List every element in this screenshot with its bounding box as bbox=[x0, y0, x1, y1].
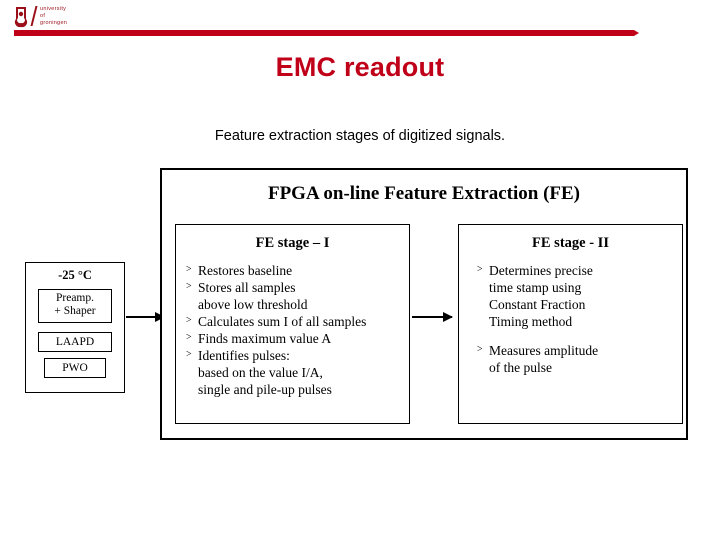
bullet-marker-icon: ˃ bbox=[477, 344, 483, 355]
bullet-marker-icon: ˃ bbox=[186, 349, 192, 360]
page-subtitle: Feature extraction stages of digitized s… bbox=[214, 128, 506, 144]
preamp-line-1: Preamp. bbox=[55, 292, 94, 304]
crest-icon bbox=[14, 6, 28, 28]
fe-stage-1-bullets: ˃ Restores baseline ˃ Stores all samples… bbox=[176, 262, 409, 398]
list-item-text: Stores all samples bbox=[198, 280, 296, 295]
bullet-marker-icon: ˃ bbox=[186, 264, 192, 275]
preamp-line-2: + Shaper bbox=[54, 305, 96, 317]
list-item-text: Calculates sum I of all samples bbox=[198, 314, 367, 329]
preamp-shaper-box: Preamp. + Shaper bbox=[38, 289, 112, 323]
list-item-text: Determines precise bbox=[489, 263, 593, 278]
list-item-cont: above low threshold bbox=[198, 297, 308, 312]
fe-stage-2-bullets: ˃ Determines precise time stamp using Co… bbox=[459, 262, 682, 376]
header-rule bbox=[14, 30, 634, 36]
list-item: ˃ Determines precise time stamp using Co… bbox=[477, 262, 676, 330]
logo-line-3: groningen bbox=[40, 19, 68, 26]
list-item: ˃ Stores all samples above low threshold bbox=[186, 279, 403, 313]
fe-stage-1-box: FE stage – I ˃ Restores baseline ˃ Store… bbox=[175, 224, 410, 424]
header-rule-arrow bbox=[634, 30, 639, 36]
list-item-cont: based on the value I/A, bbox=[198, 365, 323, 380]
list-item-cont-3: Timing method bbox=[489, 314, 573, 329]
list-item-cont: of the pulse bbox=[489, 360, 552, 375]
list-item-cont-2: single and pile-up pulses bbox=[198, 382, 332, 397]
bullet-marker-icon: ˃ bbox=[186, 332, 192, 343]
detector-block: -25 °C Preamp. + Shaper LAAPD PWO bbox=[25, 262, 125, 393]
list-item-text: Finds maximum value A bbox=[198, 331, 332, 346]
laapd-box: LAAPD bbox=[38, 332, 112, 352]
logo-line-2: of bbox=[40, 12, 46, 19]
list-item: ˃ Restores baseline bbox=[186, 262, 403, 279]
university-logo: university of groningen bbox=[14, 3, 134, 29]
arrow-detector-to-stage1 bbox=[126, 312, 165, 322]
fe-stage-2-heading: FE stage - II bbox=[532, 235, 609, 251]
temperature-label: -25 °C bbox=[58, 268, 92, 282]
bullet-marker-icon: ˃ bbox=[186, 315, 192, 326]
list-item-text: Measures amplitude bbox=[489, 343, 599, 358]
list-item-cont-2: Constant Fraction bbox=[489, 297, 586, 312]
arrow-stage1-to-stage2 bbox=[412, 312, 453, 322]
fe-stage-1-heading: FE stage – I bbox=[255, 235, 330, 251]
pwo-box: PWO bbox=[44, 358, 106, 378]
fe-stage-2-box: FE stage - II ˃ Determines precise time … bbox=[458, 224, 683, 424]
list-item-text: Identifies pulses: bbox=[198, 348, 290, 363]
list-item-cont: time stamp using bbox=[489, 280, 582, 295]
list-item: ˃ Identifies pulses: based on the value … bbox=[186, 347, 403, 398]
bullet-marker-icon: ˃ bbox=[477, 264, 483, 275]
list-item: ˃ Finds maximum value A bbox=[186, 330, 403, 347]
diagram: -25 °C Preamp. + Shaper LAAPD PWO FPGA o… bbox=[0, 168, 720, 458]
list-item: ˃ Calculates sum I of all samples bbox=[186, 313, 403, 330]
fpga-title: FPGA on-line Feature Extraction (FE) bbox=[267, 183, 581, 204]
logo-line-1: university bbox=[40, 5, 67, 12]
page-title: EMC readout bbox=[275, 52, 445, 82]
list-item: ˃ Measures amplitude of the pulse bbox=[477, 342, 676, 376]
list-item-text: Restores baseline bbox=[198, 263, 293, 278]
logo-divider bbox=[30, 6, 38, 26]
logo-wordmark: university of groningen bbox=[40, 6, 67, 27]
bullet-marker-icon: ˃ bbox=[186, 281, 192, 292]
